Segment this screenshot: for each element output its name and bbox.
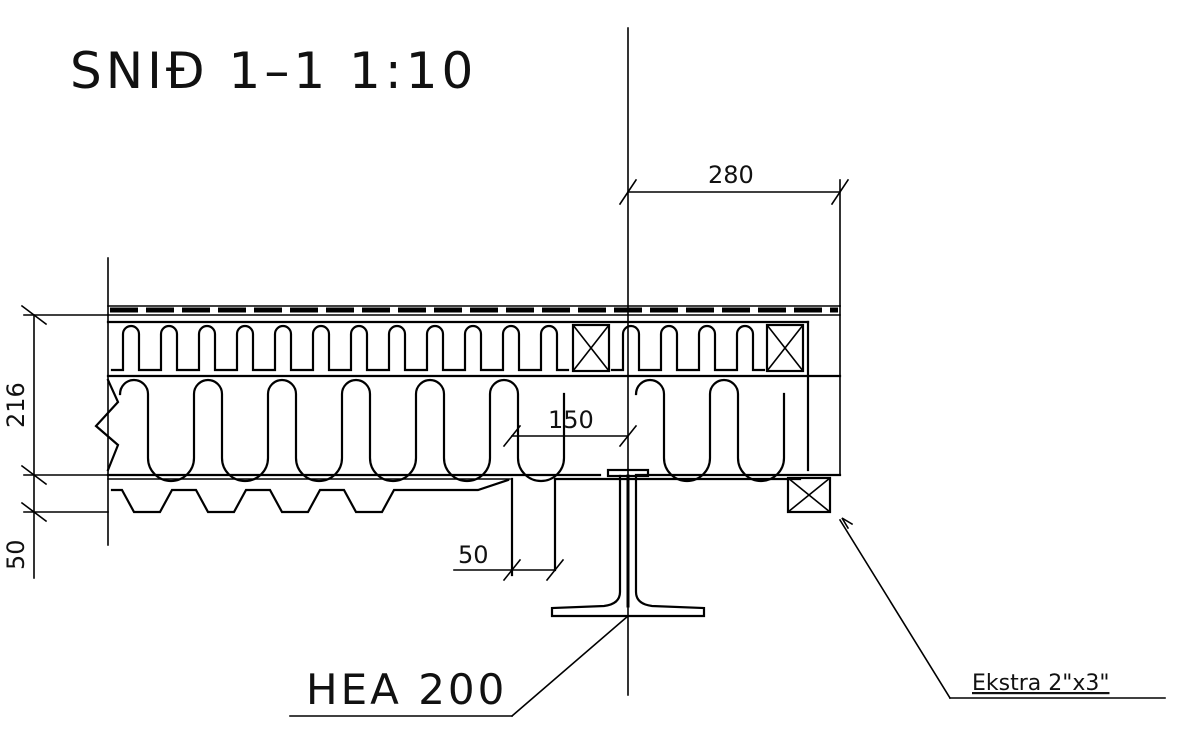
roof-section xyxy=(94,305,842,577)
extra-timber-label: Ekstra 2"x3" xyxy=(972,671,1110,696)
hea200-label: HEA 200 xyxy=(306,665,507,714)
dimension-50-vertical-label: 50 xyxy=(2,539,30,570)
upper-insulation-batt xyxy=(110,324,766,372)
dimension-50-horizontal: 50 xyxy=(453,541,565,582)
hea200-leader: HEA 200 xyxy=(289,614,630,718)
drawing-title: SNIÐ 1–1 1:10 xyxy=(70,42,477,100)
extra-leader: Ekstra 2"x3" xyxy=(838,517,1166,700)
break-line xyxy=(94,378,120,472)
dimension-216-label: 216 xyxy=(2,382,30,428)
lower-insulation-batt xyxy=(118,378,786,483)
dimension-50-horizontal-label: 50 xyxy=(458,541,489,569)
dimension-280-label: 280 xyxy=(708,161,754,189)
hea200-beam xyxy=(550,468,706,618)
dimension-vertical: 216 50 xyxy=(2,304,109,579)
steel-deck xyxy=(110,478,510,514)
dimension-150-label: 150 xyxy=(548,406,594,434)
extra-timber-block xyxy=(786,476,832,514)
timber-block-center xyxy=(571,323,611,373)
dimension-280: 280 xyxy=(618,161,850,307)
dimension-150: 150 xyxy=(502,406,638,448)
timber-block-right xyxy=(765,323,805,373)
